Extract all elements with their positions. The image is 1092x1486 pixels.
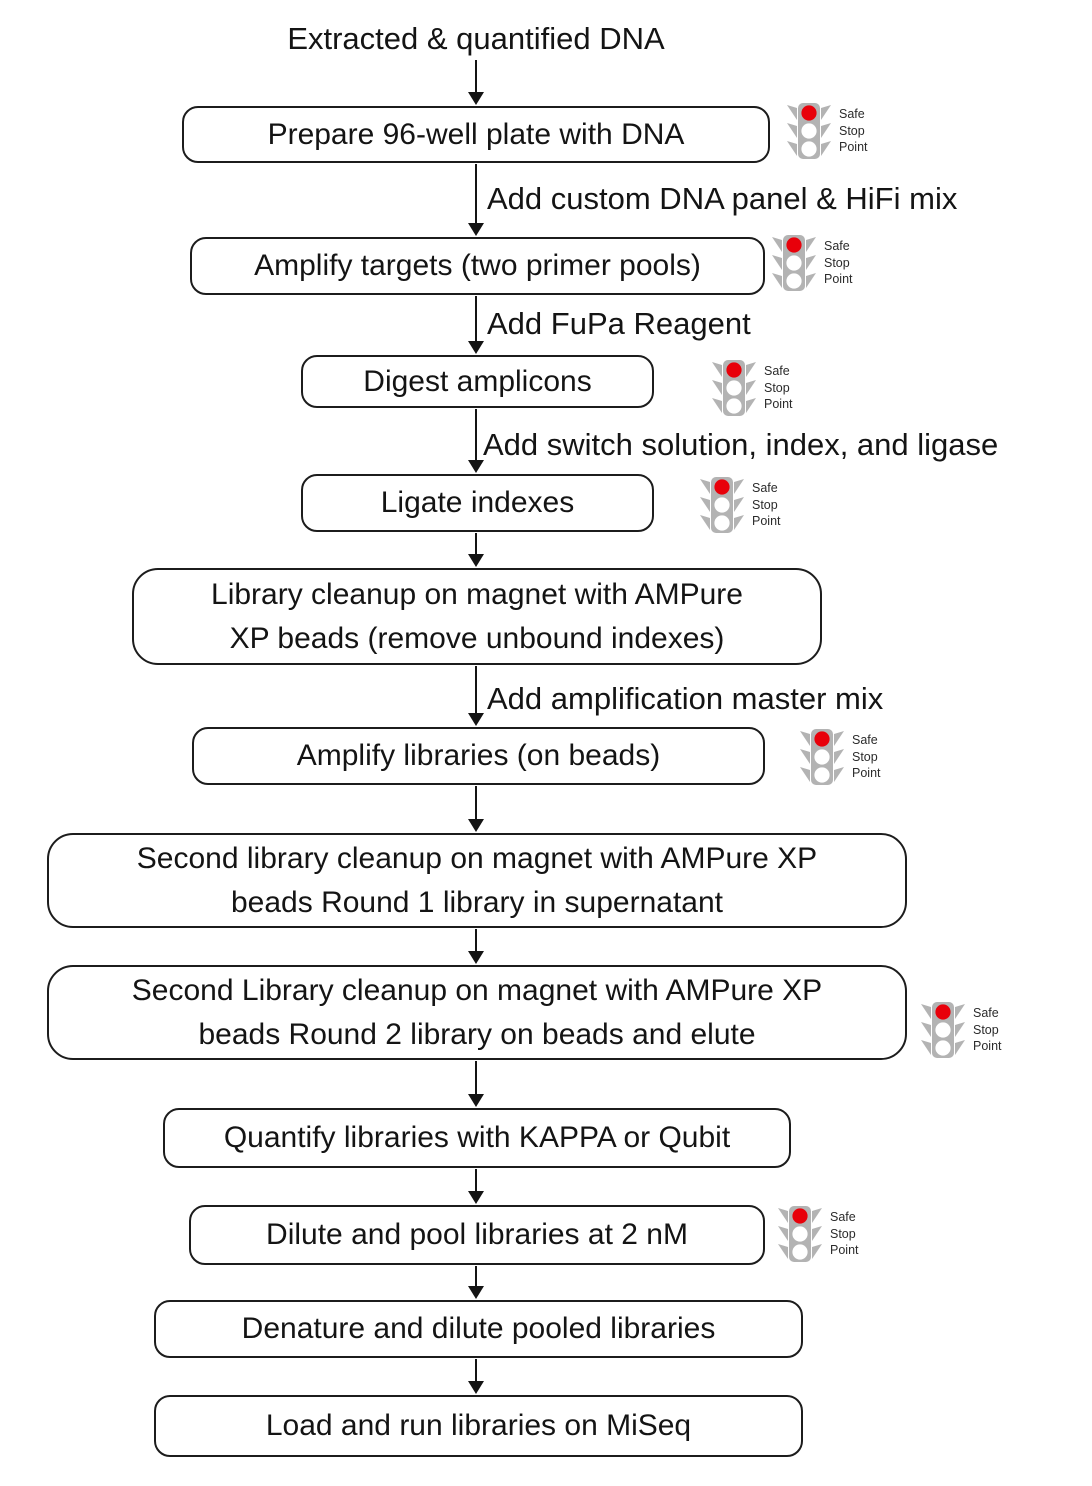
safe-stop-text-line: Stop	[839, 123, 865, 138]
safe-stop-point-indicator: Safe Stop Point	[921, 1002, 1002, 1058]
traffic-light-icon	[921, 1002, 965, 1058]
safe-stop-point-indicator: Safe Stop Point	[700, 477, 781, 533]
flow-arrow	[468, 1359, 484, 1394]
traffic-light-icon	[712, 360, 756, 416]
flow-arrow	[468, 60, 484, 105]
edge-label-add-fupa-reagent: Add FuPa Reagent	[487, 306, 751, 341]
safe-stop-text-line: Safe	[824, 239, 850, 254]
arrowhead-icon	[468, 554, 484, 567]
flow-arrow	[468, 296, 484, 354]
arrowhead-icon	[468, 341, 484, 354]
flow-arrow	[468, 666, 484, 726]
safe-stop-point-indicator: Safe Stop Point	[772, 235, 853, 291]
flow-arrow	[468, 164, 484, 236]
flow-arrow	[468, 533, 484, 567]
safe-stop-point-indicator: Safe Stop Point	[800, 729, 881, 785]
edge-label-add-switch-solution: Add switch solution, index, and ligase	[483, 427, 999, 462]
safe-stop-text-line: Point	[824, 272, 853, 287]
safe-stop-text-line: Point	[764, 397, 793, 412]
flow-arrow	[468, 1266, 484, 1299]
flow-arrow	[468, 786, 484, 832]
safe-stop-text-line: Stop	[824, 255, 850, 270]
arrowhead-icon	[468, 951, 484, 964]
safe-stop-text-line: Safe	[830, 1210, 856, 1225]
step-quantify-libraries: Quantify libraries with KAPPA or Qubit	[163, 1108, 791, 1168]
arrowhead-icon	[468, 713, 484, 726]
step-amplify-targets: Amplify targets (two primer pools)	[190, 237, 765, 295]
arrowhead-icon	[468, 1286, 484, 1299]
step-amplify-libraries: Amplify libraries (on beads)	[192, 727, 765, 785]
step-library-cleanup: Library cleanup on magnet with AMPure XP…	[132, 568, 822, 665]
traffic-light-icon	[800, 729, 844, 785]
safe-stop-text-line: Safe	[973, 1006, 999, 1021]
edge-label-add-custom-panel: Add custom DNA panel & HiFi mix	[487, 181, 958, 216]
arrowhead-icon	[468, 1191, 484, 1204]
safe-stop-text-line: Safe	[839, 107, 865, 122]
step-load-run-miseq: Load and run libraries on MiSeq	[154, 1395, 803, 1457]
arrowhead-icon	[468, 223, 484, 236]
flow-arrow	[468, 1061, 484, 1107]
step-dilute-pool-libraries: Dilute and pool libraries at 2 nM	[189, 1205, 765, 1265]
safe-stop-text-line: Point	[852, 766, 881, 781]
arrowhead-icon	[468, 1094, 484, 1107]
traffic-light-icon	[778, 1206, 822, 1262]
safe-stop-text-line: Stop	[764, 380, 790, 395]
arrowhead-icon	[468, 460, 484, 473]
safe-stop-text-line: Safe	[752, 481, 778, 496]
arrowhead-icon	[468, 819, 484, 832]
step-second-cleanup-round2: Second Library cleanup on magnet with AM…	[47, 965, 907, 1060]
safe-stop-point-indicator: Safe Stop Point	[787, 103, 868, 159]
arrowhead-icon	[468, 1381, 484, 1394]
edge-label-add-master-mix: Add amplification master mix	[487, 681, 884, 716]
step-second-cleanup-round1: Second library cleanup on magnet with AM…	[47, 833, 907, 928]
safe-stop-point-indicator: Safe Stop Point	[778, 1206, 859, 1262]
safe-stop-text-line: Safe	[764, 364, 790, 379]
flow-arrow	[468, 1169, 484, 1204]
safe-stop-text-line: Point	[839, 140, 868, 155]
flow-arrow	[468, 929, 484, 964]
traffic-light-icon	[772, 235, 816, 291]
safe-stop-text-line: Point	[973, 1039, 1002, 1054]
safe-stop-text-line: Stop	[852, 749, 878, 764]
safe-stop-text-line: Stop	[830, 1226, 856, 1241]
start-node-label: Extracted & quantified DNA	[287, 21, 665, 56]
safe-stop-text-line: Safe	[852, 733, 878, 748]
safe-stop-point-indicator: Safe Stop Point	[712, 360, 793, 416]
safe-stop-text-line: Point	[830, 1243, 859, 1258]
flow-arrow	[468, 409, 484, 473]
safe-stop-text-line: Stop	[752, 497, 778, 512]
safe-stop-text-line: Point	[752, 514, 781, 529]
step-digest-amplicons: Digest amplicons	[301, 355, 654, 408]
step-ligate-indexes: Ligate indexes	[301, 474, 654, 532]
traffic-light-icon	[787, 103, 831, 159]
safe-stop-text-line: Stop	[973, 1022, 999, 1037]
step-denature-dilute: Denature and dilute pooled libraries	[154, 1300, 803, 1358]
arrowhead-icon	[468, 92, 484, 105]
traffic-light-icon	[700, 477, 744, 533]
step-prepare-plate: Prepare 96-well plate with DNA	[182, 106, 770, 163]
